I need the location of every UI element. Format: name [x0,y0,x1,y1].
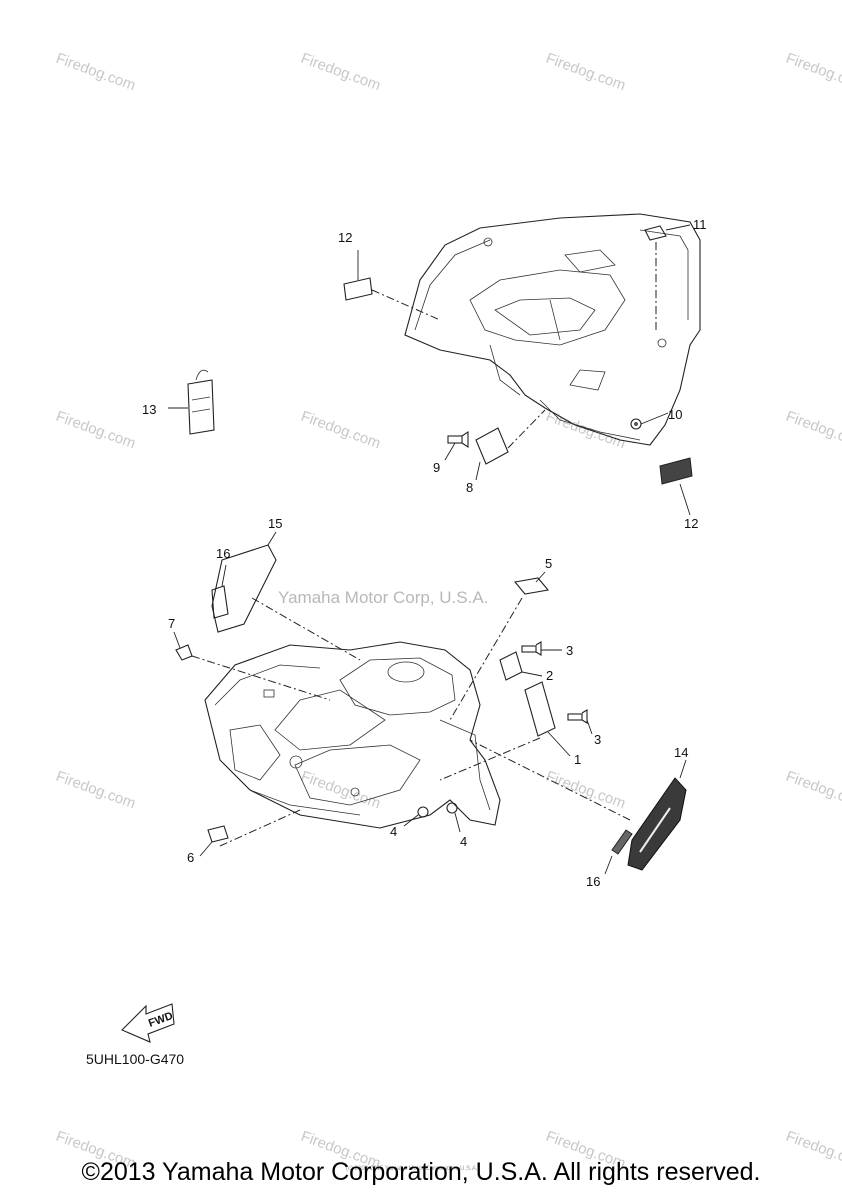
callout-11: 11 [693,217,707,232]
callout-3: 3 [594,732,601,747]
part-16-decal-left [211,564,229,619]
watermark: Firedog.com [299,408,383,452]
watermark: Firedog.com [299,768,383,812]
callout-8: 8 [466,480,473,495]
center-watermark: Yamaha Motor Corp, U.S.A. [278,588,488,607]
watermark: Firedog.com [54,408,138,452]
callout-12: 12 [684,516,698,531]
part-13-tag [168,369,215,435]
fwd-arrow-icon: FWD [121,1003,175,1043]
part-14-side-decal [469,739,687,871]
part-3-bolt-bottom [567,709,593,735]
part-9-bolt [444,430,469,461]
part-5-label [449,571,550,721]
diagram-reference: 5UHL100-G470 [86,1051,184,1067]
watermark: Firedog.com [299,50,383,94]
part-4-grommet-left [403,806,429,827]
part-8-plate [475,409,546,481]
callout-6: 6 [187,850,194,865]
callout-9: 9 [433,460,440,475]
callout-12: 12 [338,230,352,245]
callout-4: 4 [390,824,397,839]
callout-16: 16 [586,874,600,889]
callout-3: 3 [566,643,573,658]
watermark: Firedog.com [544,768,628,812]
callout-2: 2 [546,668,553,683]
copyright-footer: ©2013 Yamaha Motor Corporation, U.S.A. A… [81,1158,761,1186]
watermark: Firedog.com [544,50,628,94]
tiny-copyright: (c) 2000-2015 Yamaha Motor Corporation, … [346,1166,478,1172]
part-2-plate [499,651,543,681]
callout-7: 7 [168,616,175,631]
callout-14: 14 [674,745,688,760]
fwd-label: FWD [147,1010,175,1030]
part-4-grommet-right [446,802,461,833]
watermark: Firedog.com [54,768,138,812]
callout-1: 1 [574,752,581,767]
watermark: Firedog.com [784,50,842,94]
rear-fender [404,213,701,446]
watermark: Firedog.com [54,50,138,94]
callout-5: 5 [545,556,552,571]
part-3-bolt-top [521,641,562,656]
callout-15: 15 [268,516,282,531]
callouts: 1 2 3 3 4 4 5 6 7 8 9 10 11 12 12 13 14 … [142,217,707,889]
watermark: Firedog.com [784,768,842,812]
part-11-label [644,224,691,330]
callout-10: 10 [668,407,682,422]
front-fender [204,641,501,829]
part-1-bracket [439,681,571,781]
part-16-decal-right [604,829,633,875]
callout-16: 16 [216,546,230,561]
callout-13: 13 [142,402,156,417]
watermark: Firedog.com [784,408,842,452]
part-7-clip [173,631,331,701]
part-6-label [199,809,301,857]
part-10-washer [630,412,669,430]
part-12-label-top [343,250,441,321]
callout-4: 4 [460,834,467,849]
part-12-emblem [659,457,693,516]
